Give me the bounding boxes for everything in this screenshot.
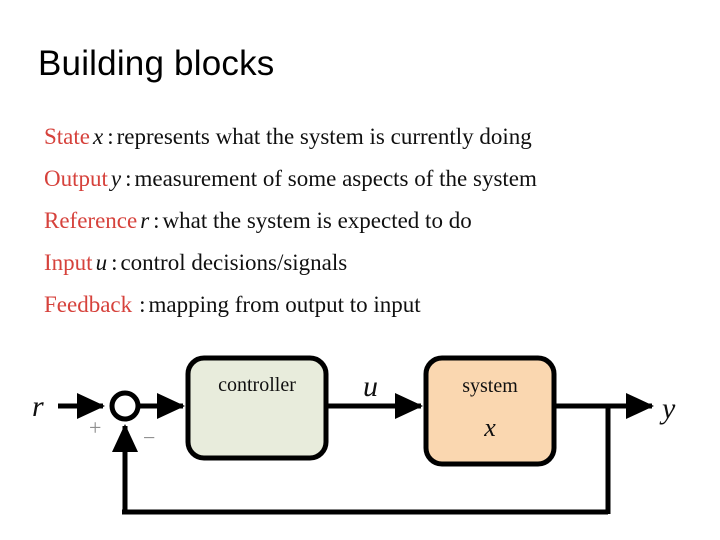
system-block-label: system: [462, 375, 518, 397]
summing-junction-plus-sign: +: [89, 415, 101, 440]
bullet-colon: :: [139, 292, 146, 317]
system-block-state-variable: x: [483, 413, 496, 442]
bullet-keyword: State: [44, 124, 90, 149]
bullet-colon: :: [111, 250, 118, 275]
signal-label-control: u: [363, 370, 378, 403]
system-block[interactable]: [423, 355, 557, 467]
bullet-variable: y: [110, 166, 122, 191]
bullet-colon: :: [107, 124, 114, 149]
bullet-keyword: Feedback: [44, 292, 133, 317]
list-item: Feedback:mapping from output to input: [44, 284, 716, 326]
bullet-keyword: Output: [44, 166, 108, 191]
bullet-description: what the system is expected to do: [162, 208, 472, 233]
bullet-variable: x: [93, 124, 104, 149]
bullet-keyword: Reference: [44, 208, 138, 233]
page-title: Building blocks: [38, 44, 275, 83]
summing-junction-minus-sign: −: [143, 425, 155, 450]
bullet-variable: u: [95, 250, 108, 275]
bullet-variable: r: [140, 208, 150, 233]
controller-block[interactable]: [185, 355, 329, 461]
signal-label-output: y: [659, 392, 676, 425]
bullet-keyword: Input: [44, 250, 93, 275]
signal-label-reference: r: [32, 390, 44, 423]
bullet-colon: :: [125, 166, 132, 191]
bullet-colon: :: [153, 208, 160, 233]
bullet-description: mapping from output to input: [148, 292, 421, 317]
bullet-description: measurement of some aspects of the syste…: [134, 166, 537, 191]
bullet-description: control decisions/signals: [120, 250, 348, 275]
bullet-description: represents what the system is currently …: [116, 124, 532, 149]
feedback-control-block-diagram: controller system x r u y + −: [0, 340, 720, 540]
summing-junction: [109, 390, 141, 422]
controller-block-label: controller: [218, 374, 296, 396]
